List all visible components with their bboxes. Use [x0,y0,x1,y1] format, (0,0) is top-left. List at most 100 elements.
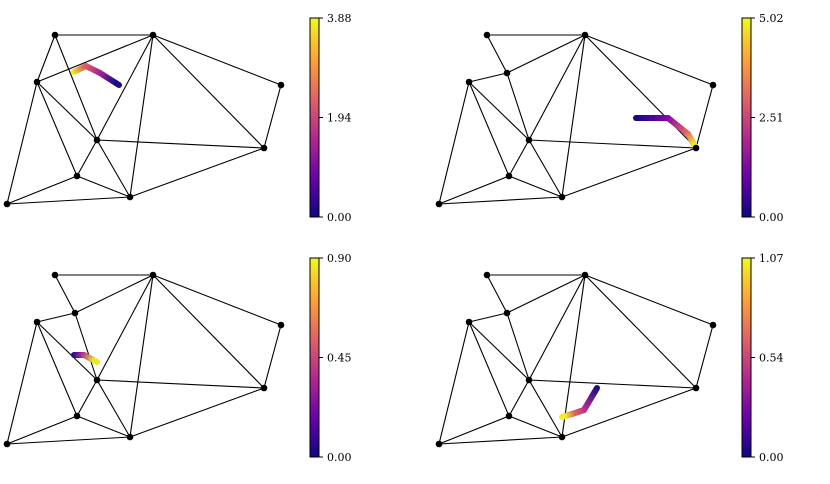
graph-node [558,433,566,441]
colorbar-tick-label: 0.90 [327,252,352,265]
graph-node [51,31,59,39]
graph-node [149,271,157,279]
graph-edge [561,387,697,438]
path-segment [91,357,100,365]
graph-edge [74,312,98,381]
graph-node [73,172,81,180]
graph-edge [468,321,530,381]
colorbar [310,18,319,217]
graph-edge [96,139,265,149]
graph-edge [438,81,470,205]
graph-edge [506,72,530,141]
colorbar-tick-label: 2.51 [759,112,784,125]
graph-edge [508,415,563,438]
graph-node [33,78,41,86]
colorbar-tick-label: 3.88 [327,12,352,25]
colorbar-tick-label: 1.07 [759,252,784,265]
graph-edge [486,274,508,314]
graph-edge [468,321,510,417]
graph-node [126,433,134,441]
graph-edge [695,324,714,389]
colorbar-tick-label: 0.45 [327,352,352,365]
graph-edge [76,415,131,438]
graph-node [525,376,533,384]
graph-edge [438,196,563,205]
graph-edge [584,274,714,326]
graph-edge [561,274,586,438]
panel-1: 3.881.940.00 [3,12,352,224]
graph-node [435,200,443,208]
graph-edge [468,81,510,177]
graph-edge [152,34,282,86]
graph-node [558,193,566,201]
graph-node [709,321,717,329]
colorbar [742,18,751,217]
graph-node [277,321,285,329]
graph-edge [6,175,78,205]
graph-edge [528,379,697,389]
graph-edge [468,72,508,83]
graph-edge [152,274,265,389]
graph-edge [96,379,265,389]
graph-edge [96,34,154,141]
panel-3: 0.900.450.00 [3,252,352,464]
graph-node [260,144,268,152]
graph-node [71,309,79,317]
graph-node [277,81,285,89]
graph-node [51,271,59,279]
graph-edge [263,84,282,149]
colorbar-tick-label: 1.94 [327,112,352,125]
graph-edge [438,415,510,445]
graph-edge [528,139,697,149]
graph-edge [129,34,154,198]
graph-node [505,412,513,420]
graph-node [692,384,700,392]
graph-edge [129,147,265,198]
graph-edge [6,436,131,445]
graph-edge [508,379,530,417]
graph-edge [584,34,714,86]
path-segment [112,80,122,88]
colorbar-tick-label: 0.00 [759,451,784,464]
panel-4: 1.070.540.00 [435,252,784,464]
colorbar [742,258,751,457]
graph-edge [528,34,586,141]
graph-edge [36,321,98,381]
graph-edge [129,274,154,438]
graph-edge [74,274,154,314]
graph-edge [36,34,154,83]
graph-edge [561,147,697,198]
graph-edge [263,324,282,389]
graph-edge [584,34,697,149]
graph-node [260,384,268,392]
graph-edge [506,312,530,381]
graph-edge [438,321,470,445]
colorbar-tick-label: 5.02 [759,12,784,25]
graph-node [581,271,589,279]
graph-edge [506,34,586,74]
graph-node [581,31,589,39]
colorbar [310,258,319,457]
graph-edge [438,436,563,445]
graph-edge [6,321,38,445]
graph-node [503,69,511,77]
panel-2: 5.022.510.00 [435,12,784,224]
graph-edge [36,312,76,323]
graph-node [149,31,157,39]
graph-node [503,309,511,317]
graph-edge [438,175,510,205]
graph-edge [152,274,282,326]
graph-edge [486,34,508,74]
graph-edge [6,81,38,205]
graph-node [483,271,491,279]
graph-edge [76,379,98,417]
graph-edge [76,175,131,198]
graph-edge [695,84,714,149]
graph-node [126,193,134,201]
graph-node [93,376,101,384]
graph-node [465,318,473,326]
path-segment [559,413,567,420]
graph-edge [129,387,265,438]
graph-edge [54,34,98,141]
